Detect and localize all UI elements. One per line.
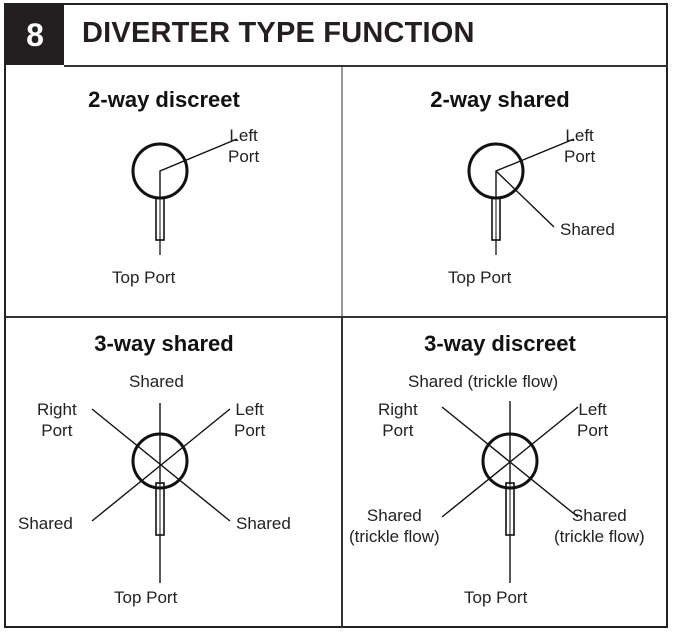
three-way-shared-shared-right-label: Shared: [236, 514, 291, 533]
three-way-discreet-left-port-label: Left Port: [577, 399, 608, 441]
three-way-shared-right-port-label: Right Port: [37, 399, 77, 441]
label-text: Left Port: [234, 400, 266, 440]
three-way-shared-diagram: [91, 403, 231, 583]
three-way-discreet-top-port-label: Top Port: [464, 588, 528, 607]
vertical-divider-upper: [341, 67, 343, 317]
label-text: Left Port: [577, 400, 609, 440]
two-way-discreet-left-port-label: Left Port: [228, 125, 259, 167]
three-way-shared-left-port-label: Left Port: [234, 399, 265, 441]
label-text: Left Port: [564, 126, 596, 166]
three-way-discreet-right-port-label: Right Port: [378, 399, 418, 441]
left-to-shared-line: [91, 408, 231, 522]
three-way-shared-top-port-label: Top Port: [114, 588, 178, 607]
shared-port-line: [495, 170, 555, 228]
label-text: Shared (trickle flow): [349, 506, 440, 546]
left-port-line: [159, 138, 238, 199]
two-way-shared-shared-label: Shared: [560, 220, 615, 239]
horizontal-divider: [6, 316, 666, 318]
left-to-shared-line: [441, 406, 579, 518]
diagram-frame: 8 DIVERTER TYPE FUNCTION 2-way discreet …: [4, 3, 668, 628]
three-way-discreet-diagram: [441, 401, 579, 583]
three-way-discreet-shared-top-label: Shared (trickle flow): [408, 372, 559, 391]
header-divider: [64, 65, 668, 67]
three-way-discreet-title: 3-way discreet: [424, 331, 576, 356]
three-way-shared-shared-left-label: Shared: [18, 514, 73, 533]
label-text: Left Port: [228, 126, 260, 166]
two-way-discreet-top-port-label: Top Port: [112, 268, 176, 287]
diverter-ring: [481, 432, 539, 490]
label-text: Right Port: [378, 400, 418, 440]
diverter-ring: [131, 432, 189, 490]
two-way-discreet-title: 2-way discreet: [88, 87, 240, 112]
page-title: DIVERTER TYPE FUNCTION: [82, 17, 475, 49]
label-text: Shared (trickle flow): [554, 506, 645, 546]
two-way-shared-left-port-label: Left Port: [564, 125, 595, 167]
three-way-discreet-shared-left-label: Shared (trickle flow): [349, 505, 440, 547]
two-way-discreet-diagram: [131, 138, 238, 255]
three-way-shared-title: 3-way shared: [94, 331, 234, 356]
two-way-shared-title: 2-way shared: [430, 87, 570, 112]
label-text: Right Port: [37, 400, 77, 440]
three-way-discreet-shared-right-label: Shared (trickle flow): [554, 505, 645, 547]
two-way-shared-diagram: [467, 138, 575, 255]
vertical-divider-lower: [341, 317, 343, 628]
three-way-shared-shared-top-label: Shared: [129, 372, 184, 391]
two-way-shared-top-port-label: Top Port: [448, 268, 512, 287]
step-number-badge: 8: [6, 5, 64, 65]
diverter-diagrams: [91, 138, 579, 583]
